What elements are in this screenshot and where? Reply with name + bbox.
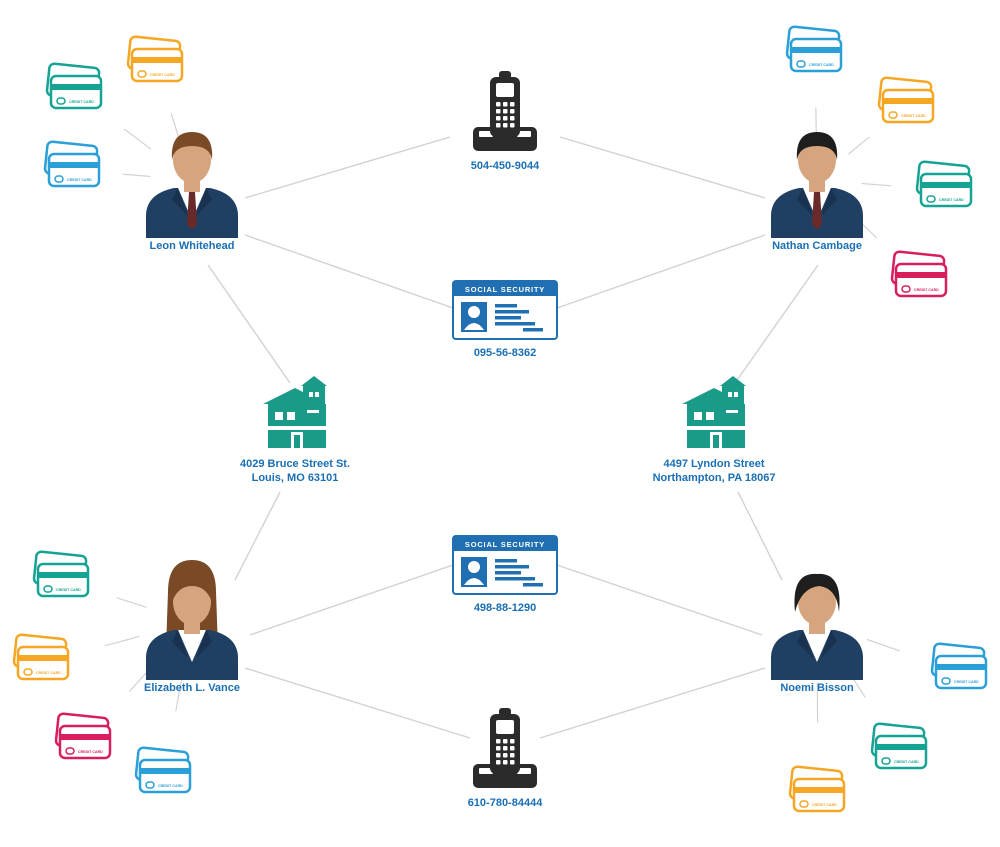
connection-line: [734, 264, 819, 384]
credit-card-text: CREDIT CARD: [809, 63, 834, 67]
connection-line: [559, 136, 766, 199]
person-name-label: Elizabeth L. Vance: [144, 682, 240, 694]
connection-line: [207, 264, 291, 384]
credit-card-text: CREDIT CARD: [150, 73, 175, 77]
credit-card-icon: CREDIT CARD: [43, 140, 101, 188]
credit-card-link: [866, 638, 901, 652]
person-name-label: Noemi Bisson: [780, 682, 854, 694]
social-security-card-icon: SOCIAL SECURITY: [452, 535, 558, 595]
ssn-node: SOCIAL SECURITY 095-56-8362: [452, 280, 558, 359]
credit-card-text: CREDIT CARD: [56, 588, 81, 592]
credit-card-icon: CREDIT CARD: [930, 642, 988, 690]
credit-card-text: CREDIT CARD: [78, 750, 103, 754]
credit-card-icon: CREDIT CARD: [134, 746, 192, 794]
credit-card-text: CREDIT CARD: [158, 784, 183, 788]
businessman-icon: [771, 132, 863, 238]
credit-card-text: CREDIT CARD: [36, 671, 61, 675]
credit-card-icon: CREDIT CARD: [54, 712, 112, 760]
ssn-node: SOCIAL SECURITY 498-88-1290: [452, 535, 558, 614]
businessman-icon: [146, 132, 238, 238]
address-node: 4497 Lyndon Street Northampton, PA 18067: [653, 376, 776, 484]
connection-lines: [104, 107, 901, 739]
credit-card-link: [170, 113, 180, 140]
person-node: Leon Whitehead: [146, 132, 238, 252]
person-name-label: Nathan Cambage: [772, 240, 862, 252]
connection-line: [556, 564, 763, 636]
credit-card-link: [116, 597, 147, 608]
credit-card-link: [848, 136, 870, 155]
house-icon: [263, 376, 327, 448]
phone-node: 504-450-9044: [471, 71, 540, 172]
connection-line: [539, 667, 766, 739]
credit-card-link: [123, 128, 152, 150]
credit-card-link: [175, 675, 183, 712]
credit-card-text: CREDIT CARD: [69, 100, 94, 104]
connection-line: [249, 564, 454, 636]
credit-card-icon: CREDIT CARD: [870, 722, 928, 770]
address-line-2: Northampton, PA 18067: [653, 472, 776, 484]
credit-card-text: CREDIT CARD: [894, 760, 919, 764]
credit-card-icon: CREDIT CARD: [890, 250, 948, 298]
credit-card-icon: CREDIT CARD: [877, 76, 935, 124]
cordless-phone-icon: [473, 708, 537, 788]
house-icon: [682, 376, 746, 448]
credit-card-icon: CREDIT CARD: [126, 35, 184, 83]
social-security-card-icon: SOCIAL SECURITY: [452, 280, 558, 340]
credit-card-text: CREDIT CARD: [901, 114, 926, 118]
credit-card-text: CREDIT CARD: [954, 680, 979, 684]
cordless-phone-icon: [473, 71, 537, 151]
person-node: Nathan Cambage: [771, 132, 863, 252]
connection-line: [556, 234, 766, 309]
businesswoman-icon: [771, 573, 863, 680]
credit-card-text: CREDIT CARD: [939, 198, 964, 202]
credit-card-link: [861, 182, 892, 187]
address-line-2: Louis, MO 63101: [252, 472, 339, 484]
credit-card-text: CREDIT CARD: [812, 803, 837, 807]
ssn-card-header: SOCIAL SECURITY: [465, 540, 545, 549]
businesswoman-icon: [146, 560, 238, 680]
connection-line: [244, 667, 471, 739]
ssn-number-label: 498-88-1290: [474, 602, 536, 614]
credit-card-layer: CREDIT CARD CREDIT CARD CREDIT CARD CREDIT …: [12, 25, 988, 813]
credit-card-text: CREDIT CARD: [67, 178, 92, 182]
node-layer: 504-450-9044 610-780-84444 SOCIAL SECURI…: [144, 71, 863, 809]
person-node: Noemi Bisson: [771, 573, 863, 694]
person-node: Elizabeth L. Vance: [144, 560, 240, 694]
phone-node: 610-780-84444: [468, 708, 544, 809]
connection-line: [244, 136, 451, 199]
ssn-card-header: SOCIAL SECURITY: [465, 285, 545, 294]
connection-line: [244, 234, 454, 309]
address-node: 4029 Bruce Street St. Louis, MO 63101: [240, 376, 350, 484]
credit-card-icon: CREDIT CARD: [45, 62, 103, 110]
address-line-1: 4497 Lyndon Street: [663, 458, 764, 470]
credit-card-icon: CREDIT CARD: [788, 765, 846, 813]
credit-card-icon: CREDIT CARD: [785, 25, 843, 73]
ssn-number-label: 095-56-8362: [474, 347, 536, 359]
credit-card-link: [104, 635, 140, 647]
address-line-1: 4029 Bruce Street St.: [240, 458, 350, 470]
connection-line: [234, 491, 281, 581]
credit-card-icon: CREDIT CARD: [915, 160, 973, 208]
phone-number-label: 504-450-9044: [471, 160, 540, 172]
credit-card-icon: CREDIT CARD: [32, 550, 90, 598]
phone-number-label: 610-780-84444: [468, 797, 544, 809]
credit-card-link: [122, 173, 151, 178]
credit-card-icon: CREDIT CARD: [12, 633, 70, 681]
connection-line: [737, 491, 783, 581]
credit-card-text: CREDIT CARD: [914, 288, 939, 292]
person-name-label: Leon Whitehead: [150, 240, 235, 252]
